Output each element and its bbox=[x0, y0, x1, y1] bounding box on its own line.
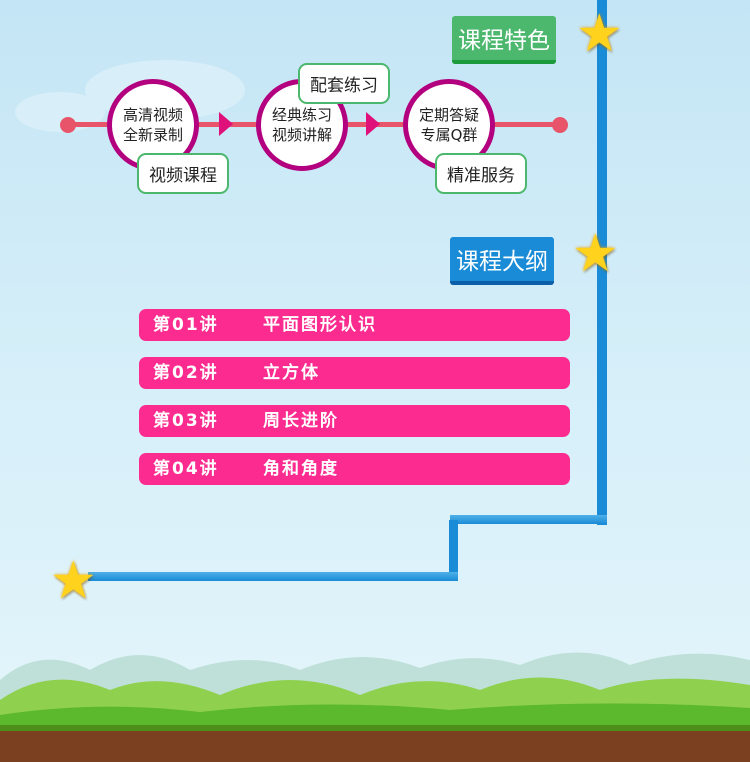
lecture-item[interactable]: 第03讲 周长进阶 bbox=[139, 405, 570, 437]
feature-text: 定期答疑 bbox=[418, 106, 479, 124]
lecture-item[interactable]: 第02讲 立方体 bbox=[139, 357, 570, 389]
star-icon: ★ bbox=[50, 551, 97, 611]
feature-tag: 视频课程 bbox=[137, 153, 229, 194]
feature-tag: 配套练习 bbox=[298, 63, 390, 104]
arrow-icon bbox=[219, 112, 233, 136]
arrow-icon bbox=[366, 112, 380, 136]
lecture-number: 第02讲 bbox=[153, 363, 219, 383]
path-line bbox=[597, 0, 607, 525]
timeline-dot bbox=[60, 117, 76, 133]
lecture-title: 平面图形认识 bbox=[263, 315, 377, 335]
feature-text: 视频讲解 bbox=[271, 126, 332, 144]
lecture-number: 第01讲 bbox=[153, 315, 219, 335]
lecture-number: 第04讲 bbox=[153, 459, 219, 479]
path-line bbox=[88, 572, 458, 581]
lecture-title: 立方体 bbox=[263, 363, 320, 383]
lecture-title: 周长进阶 bbox=[263, 411, 339, 431]
feature-text: 全新录制 bbox=[122, 126, 183, 144]
lecture-title: 角和角度 bbox=[263, 459, 339, 479]
feature-text: 高清视频 bbox=[122, 106, 183, 124]
landscape bbox=[0, 652, 750, 762]
feature-text: 经典练习 bbox=[271, 106, 332, 124]
features-title: 课程特色 bbox=[452, 16, 556, 64]
star-icon: ★ bbox=[576, 4, 623, 64]
path-line bbox=[450, 515, 607, 524]
feature-text: 专属Q群 bbox=[420, 126, 478, 144]
lecture-item[interactable]: 第04讲 角和角度 bbox=[139, 453, 570, 485]
timeline-dot bbox=[552, 117, 568, 133]
lecture-number: 第03讲 bbox=[153, 411, 219, 431]
outline-title: 课程大纲 bbox=[450, 237, 554, 285]
star-icon: ★ bbox=[572, 224, 619, 284]
feature-tag: 精准服务 bbox=[435, 153, 527, 194]
lecture-item[interactable]: 第01讲 平面图形认识 bbox=[139, 309, 570, 341]
path-line bbox=[449, 520, 458, 580]
